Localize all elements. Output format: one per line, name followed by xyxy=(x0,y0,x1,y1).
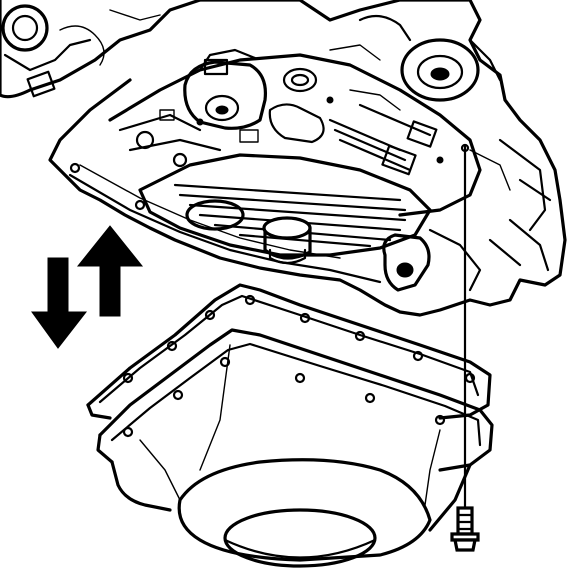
transmission-case xyxy=(0,0,567,317)
bolt-alignment-line xyxy=(460,143,470,510)
oil-pan xyxy=(96,328,494,568)
valve-body xyxy=(108,48,482,217)
pan-bolt xyxy=(450,506,480,552)
up-down-arrows-icon xyxy=(31,225,144,349)
pan-gasket xyxy=(86,283,492,420)
oil-filter xyxy=(138,153,432,265)
